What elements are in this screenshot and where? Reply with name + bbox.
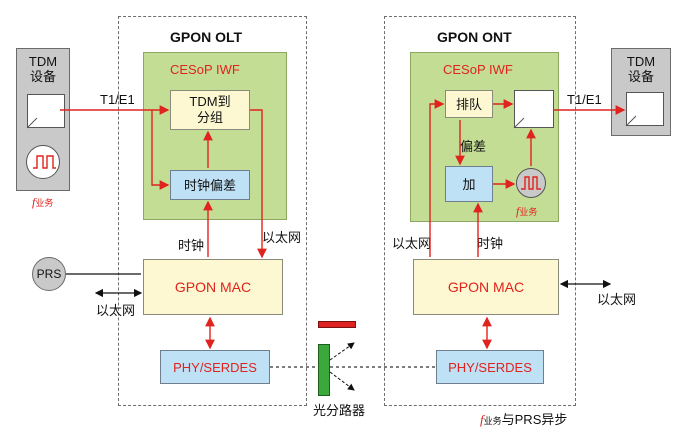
queue-box: 排队 xyxy=(445,90,493,118)
tdm-right-buffer xyxy=(626,92,664,126)
async-sub: 业务 xyxy=(483,416,502,426)
ont-mac-box: GPON MAC xyxy=(413,259,559,315)
olt-ethernet-label: 以太网 xyxy=(262,230,302,245)
tdm-left-f-letter: f xyxy=(32,195,36,209)
tdm-left-f-label: f业务 xyxy=(32,195,53,210)
async-rest: 与PRS异步 xyxy=(501,412,568,427)
olt-offset-branch xyxy=(151,110,170,190)
olt-iwf-label: CESoP IWF xyxy=(170,62,240,77)
olt-title: GPON OLT xyxy=(170,29,243,45)
olt-phy-box: PHY/SERDES xyxy=(160,350,270,384)
async-f: f xyxy=(480,412,484,427)
ont-iwf-label: CESoP IWF xyxy=(443,62,513,77)
right-pulse-icon xyxy=(521,176,541,190)
right-ethernet-label: 以太网 xyxy=(597,292,637,307)
t1e1-left-label: T1/E1 xyxy=(100,92,135,107)
splitter-branch-up xyxy=(329,342,355,361)
splitter-branch-down xyxy=(329,371,355,391)
olt-dashed-frame xyxy=(118,16,307,406)
ont-clock-label: 时钟 xyxy=(477,236,504,251)
tdm-right-title: TDM 设备 xyxy=(626,54,656,84)
ont-mac-to-queue xyxy=(429,99,445,257)
offset-label: 偏差 xyxy=(460,139,487,154)
ont-dashed-frame xyxy=(384,16,576,406)
ont-f-letter: f xyxy=(516,204,520,218)
left-pulse-icon xyxy=(33,155,56,169)
ont-f-service-label: f业务 xyxy=(516,204,537,219)
tdm-left-title: TDM 设备 xyxy=(28,54,58,84)
olt-clock-label: 时钟 xyxy=(178,238,205,253)
async-note: f业务与PRS异步 xyxy=(480,409,567,428)
add-box: 加 xyxy=(445,166,493,202)
ont-oscillator-icon xyxy=(516,168,546,198)
ont-phy-box: PHY/SERDES xyxy=(436,350,544,384)
ont-title: GPON ONT xyxy=(437,29,512,45)
left-ethernet-label: 以太网 xyxy=(96,303,136,318)
ont-buffer-box xyxy=(514,90,554,128)
olt-tdm-to-mac xyxy=(250,109,267,259)
splitter-mark xyxy=(318,321,356,328)
splitter-bar xyxy=(318,344,330,396)
prs-circle: PRS xyxy=(32,257,66,291)
splitter-label: 光分路器 xyxy=(313,403,366,418)
olt-mac-box: GPON MAC xyxy=(143,259,283,315)
tdm-to-group-box: TDM到 分组 xyxy=(170,90,250,130)
clock-offset-box: 时钟偏差 xyxy=(170,170,250,200)
ont-ethernet-label: 以太网 xyxy=(392,236,432,251)
tdm-left-f-sub: 业务 xyxy=(35,198,54,208)
ont-f-sub: 业务 xyxy=(519,207,538,217)
t1e1-right-label: T1/E1 xyxy=(567,92,602,107)
